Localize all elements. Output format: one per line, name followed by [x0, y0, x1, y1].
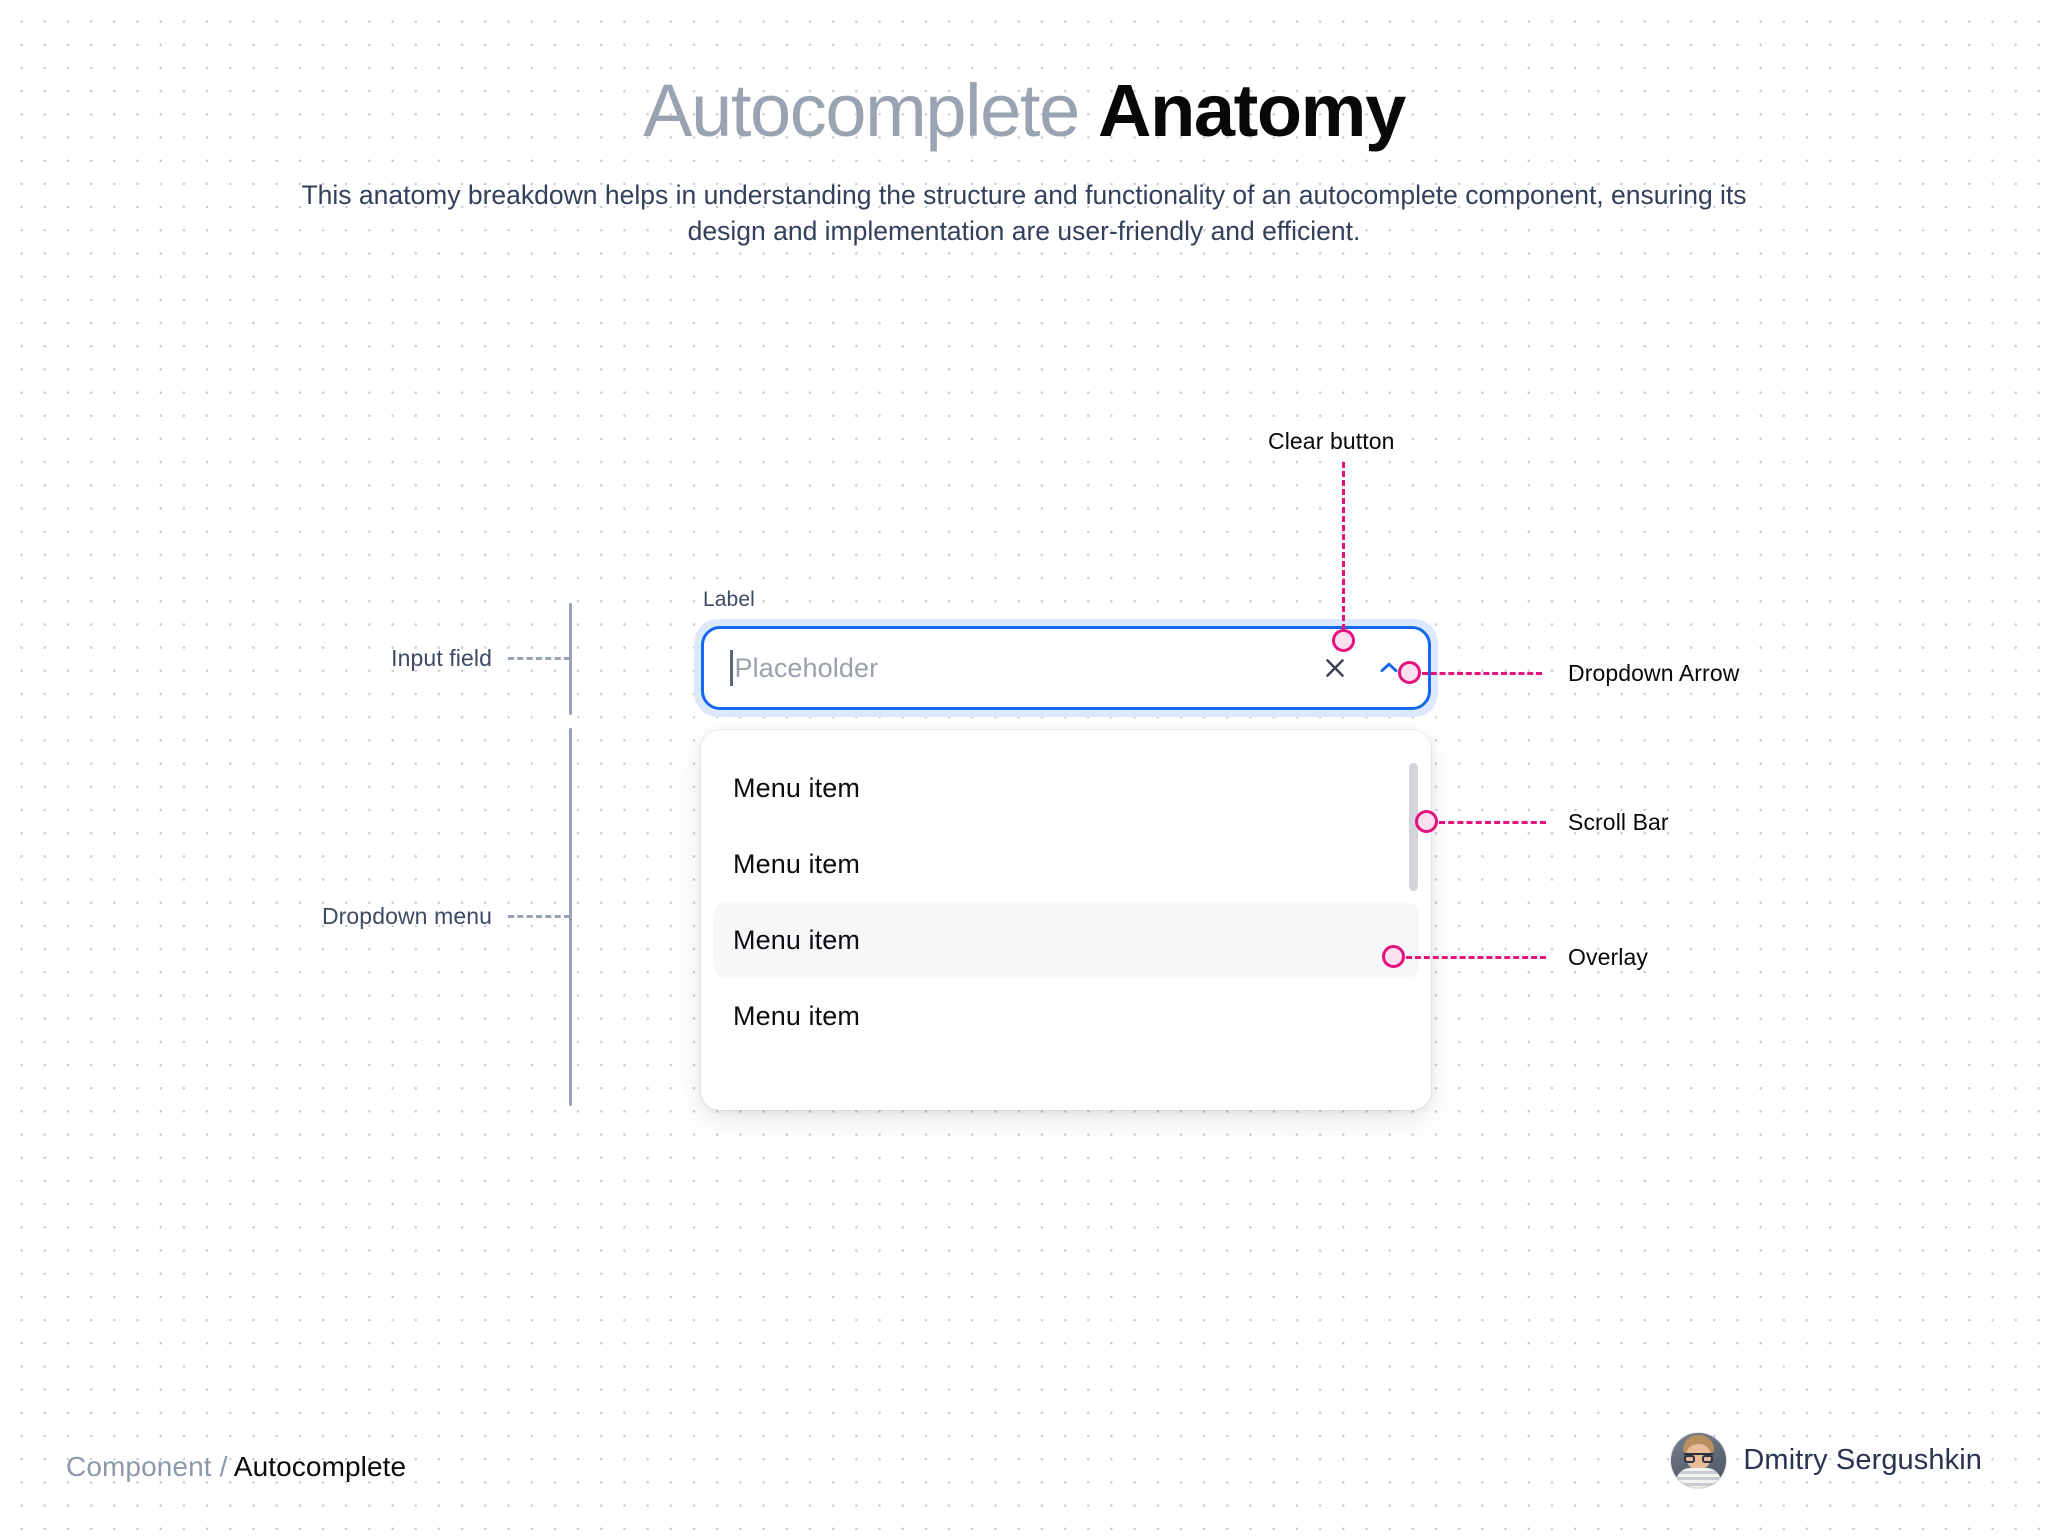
menu-scrollbar-thumb[interactable]: [1409, 763, 1418, 891]
menu-item-label: Menu item: [733, 772, 860, 803]
bracket-dropdown-menu: [569, 728, 572, 1106]
menu-item-label: Menu item: [733, 924, 860, 955]
input-actions: [1318, 651, 1406, 685]
page-title-bold: Anatomy: [1098, 69, 1406, 152]
leader-line-scroll-bar: [1439, 821, 1546, 824]
input-field-label: Label: [703, 588, 755, 611]
breadcrumb: Component / Autocomplete: [66, 1451, 406, 1483]
menu-item[interactable]: Menu item: [713, 750, 1419, 826]
breadcrumb-component[interactable]: Component: [66, 1451, 212, 1482]
page-title-light: Autocomplete: [643, 69, 1080, 152]
annotation-label-dropdown-menu: Dropdown menu: [321, 903, 492, 929]
bracket-input-field: [569, 603, 572, 715]
callout-label-overlay: Overlay: [1568, 944, 1648, 970]
leader-line-input-field: [508, 657, 570, 660]
annotation-label-input-field: Input field: [391, 645, 492, 671]
dropdown-menu[interactable]: Menu item Menu item Menu item Menu item: [701, 730, 1431, 1110]
chevron-up-icon[interactable]: [1372, 651, 1406, 685]
autocomplete-input[interactable]: Placeholder: [701, 626, 1431, 710]
callout-marker-clear-button: [1332, 629, 1355, 652]
leader-line-dropdown-arrow: [1422, 672, 1542, 675]
callout-label-dropdown-arrow: Dropdown Arrow: [1568, 660, 1740, 686]
menu-item-label: Menu item: [733, 1000, 860, 1031]
page-header: Autocomplete Anatomy This anatomy breakd…: [0, 69, 2048, 250]
page-subtitle: This anatomy breakdown helps in understa…: [301, 180, 1747, 247]
input-placeholder: Placeholder: [734, 652, 879, 683]
avatar: [1671, 1433, 1727, 1488]
callout-label-clear-button: Clear button: [1268, 428, 1395, 454]
callout-marker-dropdown-arrow: [1398, 661, 1421, 684]
breadcrumb-separator: /: [219, 1451, 228, 1482]
text-caret: [730, 650, 733, 686]
menu-item-label: Menu item: [733, 848, 860, 879]
leader-line-overlay: [1406, 956, 1546, 959]
close-x-icon[interactable]: [1318, 651, 1352, 685]
menu-item-highlighted[interactable]: Menu item: [713, 902, 1419, 978]
menu-item[interactable]: Menu item: [713, 826, 1419, 902]
callout-marker-scroll-bar: [1415, 810, 1438, 833]
leader-line-clear-button: [1342, 462, 1345, 630]
callout-marker-overlay: [1382, 945, 1405, 968]
breadcrumb-current: Autocomplete: [233, 1451, 407, 1482]
author-credit: Dmitry Sergushkin: [1671, 1433, 1982, 1488]
page-title: Autocomplete Anatomy: [0, 69, 2048, 152]
menu-item[interactable]: Menu item: [713, 978, 1419, 1054]
callout-label-scroll-bar: Scroll Bar: [1568, 809, 1669, 835]
leader-line-dropdown-menu: [508, 915, 570, 918]
author-name: Dmitry Sergushkin: [1743, 1444, 1982, 1476]
